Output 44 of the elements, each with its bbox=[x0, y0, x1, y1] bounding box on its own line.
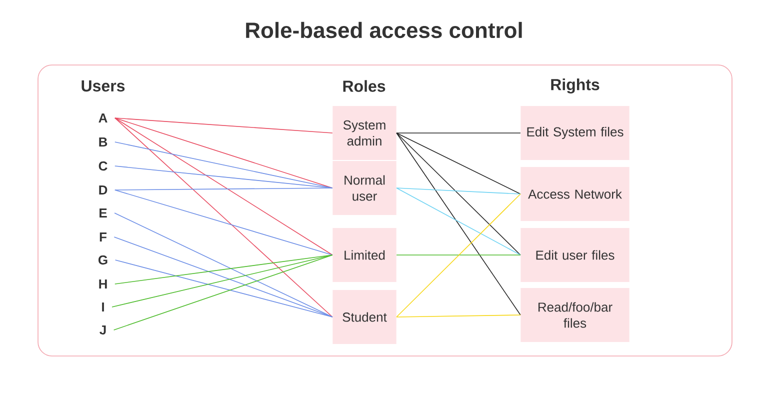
connector-line bbox=[114, 260, 333, 318]
role-box: System admin bbox=[332, 106, 396, 160]
user-letter: A bbox=[98, 114, 108, 122]
node-label: Normal user bbox=[344, 175, 385, 201]
role-box: Student bbox=[332, 290, 396, 344]
user-letter: F bbox=[100, 232, 106, 242]
connector-line bbox=[114, 236, 333, 318]
user-letter: C bbox=[98, 161, 108, 171]
user-letter: H bbox=[99, 280, 107, 288]
connector-line bbox=[114, 118, 333, 256]
title: Role-based access control bbox=[246, 22, 522, 38]
connector-line bbox=[396, 254, 521, 256]
connector-line bbox=[396, 194, 521, 318]
user-letter: E bbox=[100, 208, 107, 218]
connector-line bbox=[114, 190, 333, 256]
role-box: Normal user bbox=[332, 161, 396, 215]
connector-line bbox=[114, 254, 333, 284]
connector-line bbox=[396, 132, 521, 256]
connector-line bbox=[112, 254, 333, 308]
connector-line bbox=[396, 188, 521, 256]
connector-line bbox=[113, 254, 333, 330]
user-letter: D bbox=[99, 186, 108, 194]
connector-line bbox=[396, 132, 521, 134]
connector-line bbox=[114, 212, 333, 318]
connector-line bbox=[396, 132, 521, 194]
user-letter: B bbox=[99, 138, 108, 146]
connector-line bbox=[114, 118, 333, 188]
user-letter: J bbox=[100, 325, 106, 335]
connector-line bbox=[396, 188, 521, 194]
right-box: Access Network bbox=[520, 167, 630, 221]
column-heading: Users bbox=[82, 80, 125, 92]
right-box: Read/foo/bar files bbox=[520, 288, 630, 342]
connector-line bbox=[396, 132, 521, 316]
right-box: Edit user files bbox=[520, 228, 630, 282]
connector-line bbox=[396, 314, 521, 318]
role-box: Limited bbox=[332, 228, 396, 282]
user-letter: I bbox=[102, 302, 104, 312]
connector-line bbox=[114, 118, 333, 318]
node-label: System admin bbox=[343, 120, 386, 146]
connector-line bbox=[114, 142, 333, 188]
right-box: Edit System files bbox=[520, 106, 630, 160]
connector-line bbox=[114, 188, 333, 190]
connector-line bbox=[114, 118, 333, 134]
user-letter: G bbox=[98, 255, 108, 265]
